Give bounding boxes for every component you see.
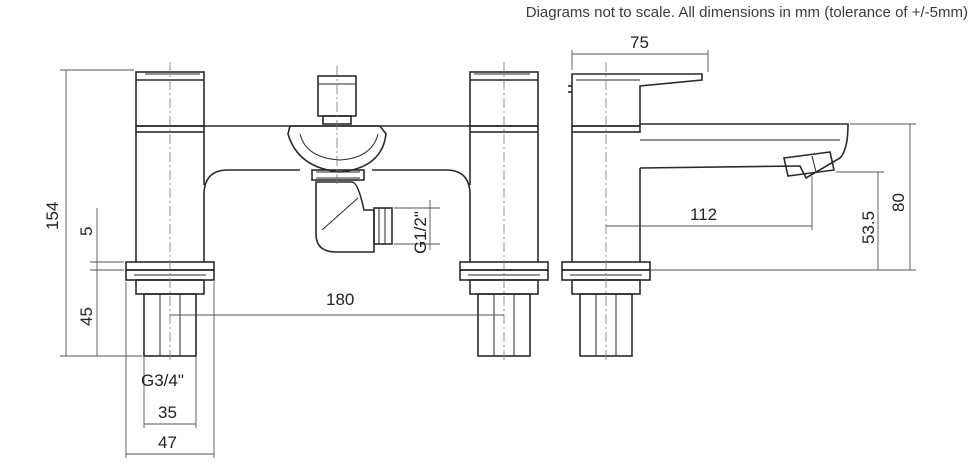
side-dimensions: 75 112 80 53.5 — [571, 33, 916, 271]
dim-53-5: 53.5 — [859, 211, 878, 244]
dim-47: 47 — [158, 433, 177, 452]
bridge-body — [203, 169, 471, 196]
dim-75: 75 — [630, 33, 649, 52]
side-handle — [571, 73, 703, 127]
left-pillar — [135, 132, 205, 262]
side-spout — [639, 123, 849, 180]
right-pillar — [469, 132, 539, 262]
front-view — [125, 62, 549, 360]
dim-g1-2: G1/2" — [411, 211, 430, 254]
dim-112: 112 — [690, 205, 717, 224]
dim-g3-4: G3/4" — [141, 371, 184, 390]
dim-154: 154 — [43, 202, 62, 230]
side-view — [561, 62, 849, 360]
dim-180: 180 — [326, 290, 354, 309]
left-shank — [135, 279, 205, 357]
spout-aerator — [783, 151, 835, 177]
dim-5: 5 — [77, 227, 96, 236]
scale-note: Diagrams not to scale. All dimensions in… — [525, 4, 968, 21]
dim-35: 35 — [158, 403, 177, 422]
hose-outlet — [315, 181, 393, 253]
dim-45: 45 — [77, 307, 96, 326]
dim-80: 80 — [889, 193, 908, 212]
front-dimensions: 154 5 45 180 G3/4" 35 47 G1/2" — [43, 69, 504, 458]
